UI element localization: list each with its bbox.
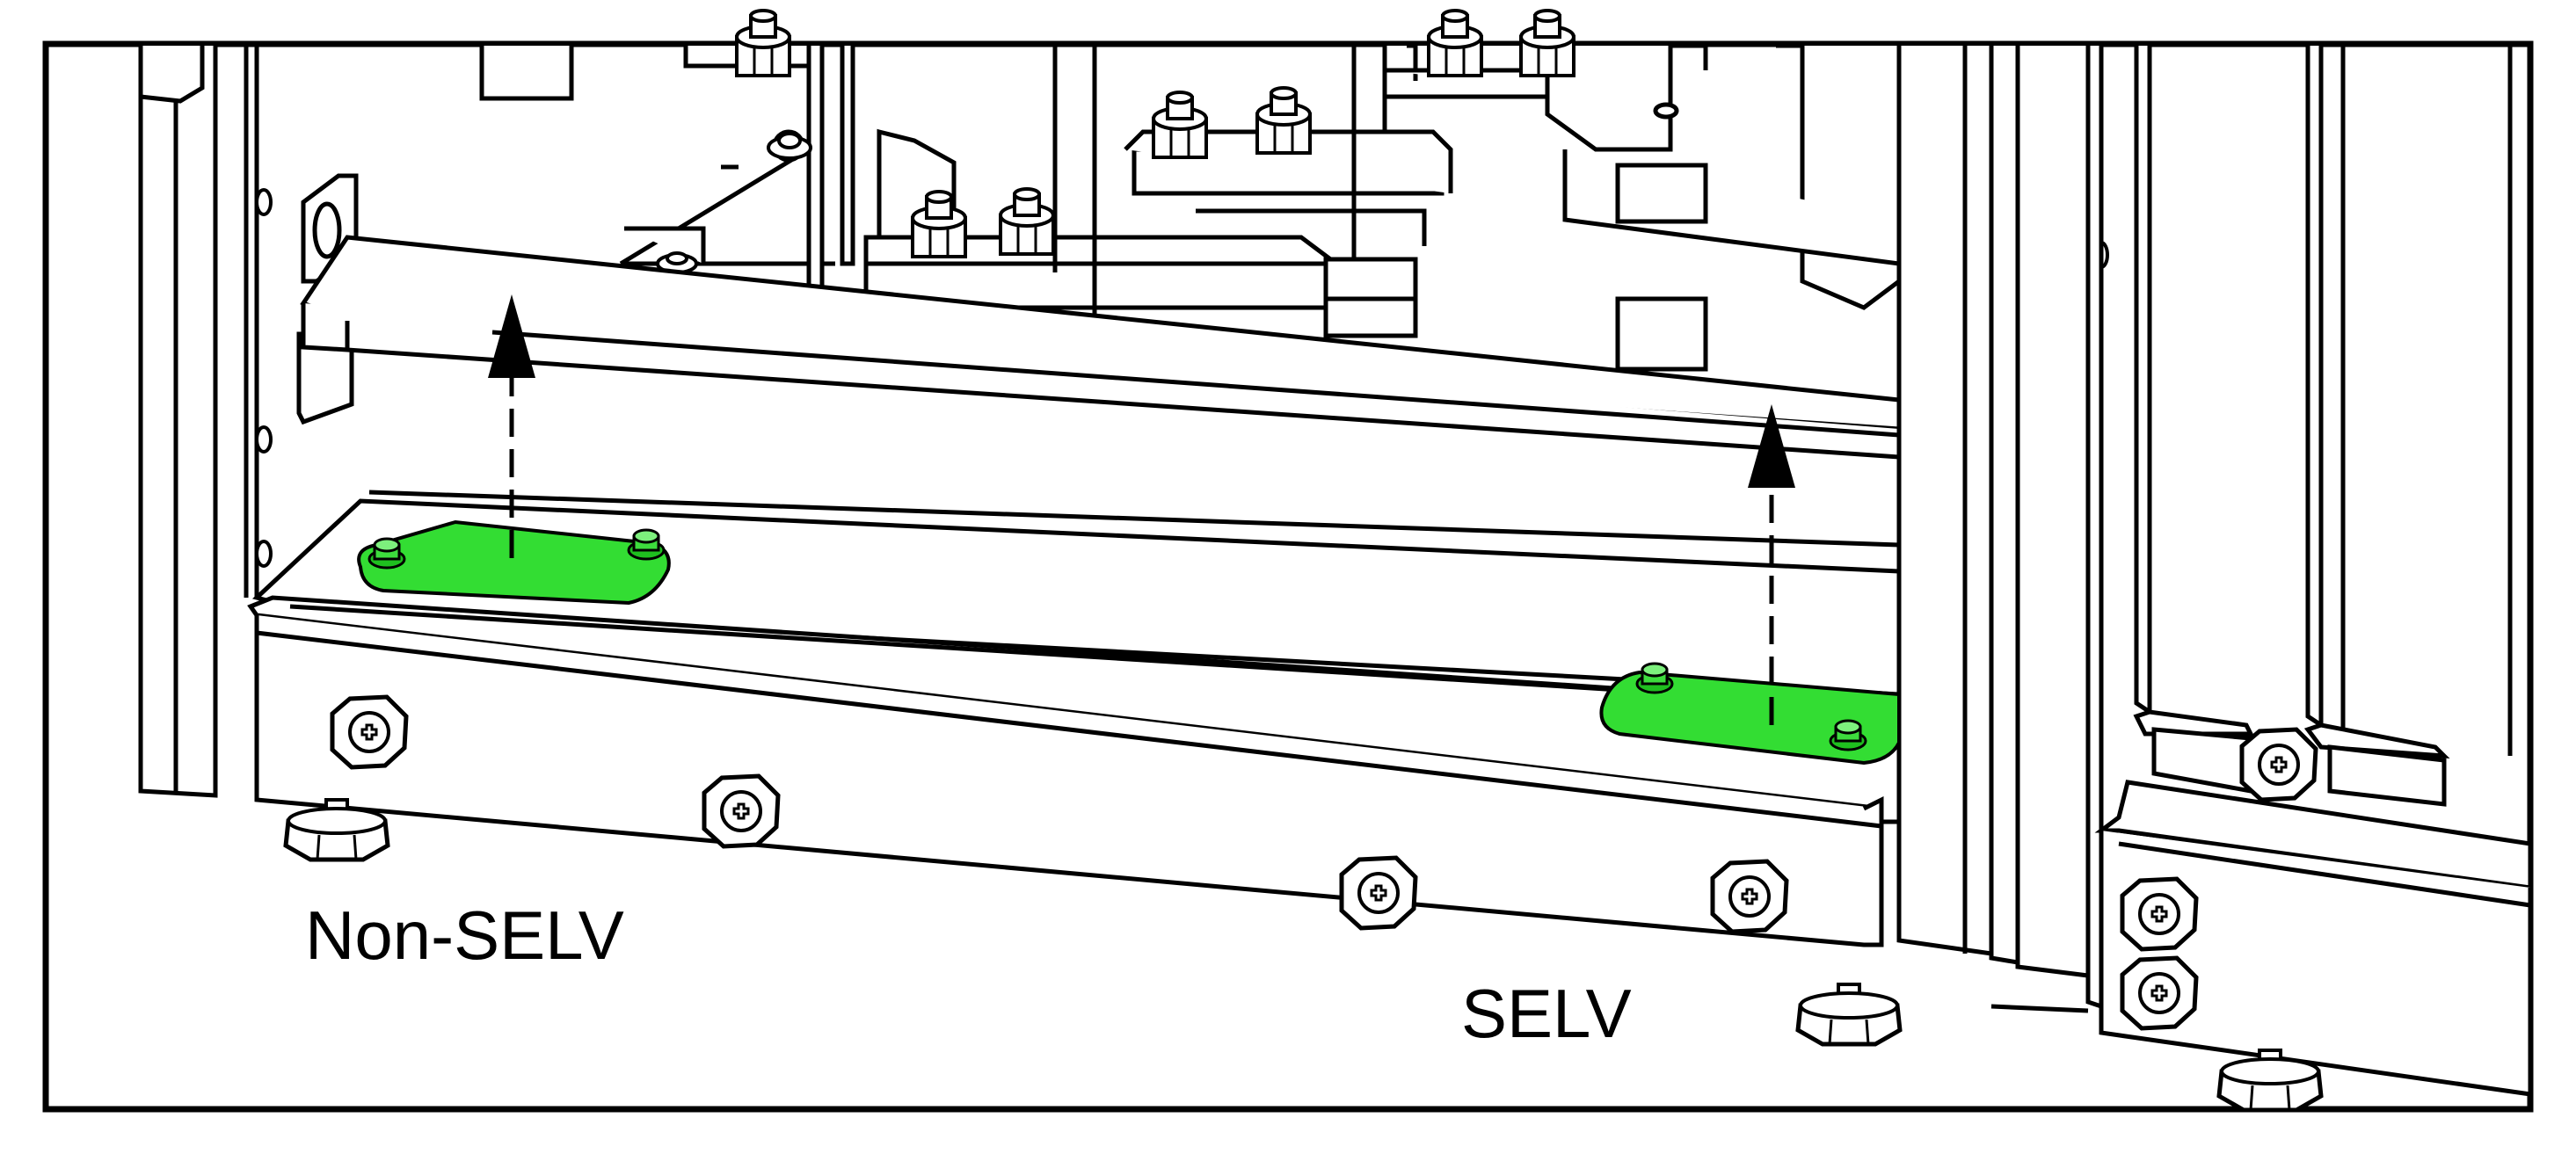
non-selv-removal-arrow (488, 294, 535, 558)
center-post (1896, 46, 2104, 1013)
left-side-panel (138, 46, 259, 798)
hex-bolt-icon (1342, 858, 1415, 928)
up-arrow-icon (1748, 404, 1795, 488)
up-arrow-icon (488, 294, 535, 378)
hex-bolt-icon (332, 697, 406, 767)
plate-screw-icon (1829, 719, 1867, 751)
plate-screw-icon (627, 528, 666, 561)
horizontal-rail (300, 235, 1902, 548)
hex-nut-icon (735, 9, 791, 77)
plate-screw-icon (1635, 662, 1674, 694)
hex-bolt-icon (1713, 861, 1786, 932)
hex-bolt-icon (2122, 879, 2196, 949)
bottom-tray (247, 498, 1902, 947)
hex-bolt-icon (2122, 958, 2196, 1028)
non-selv-cover-plate (357, 519, 671, 606)
hex-bolt-icon (2242, 729, 2316, 800)
plate-screw-icon (367, 537, 406, 570)
non-selv-label: Non-SELV (305, 896, 624, 974)
selv-removal-arrow (1748, 404, 1795, 725)
selv-label: SELV (1461, 975, 1632, 1052)
selv-cover-plate (1599, 662, 1901, 766)
hex-nut-icon (1519, 9, 1575, 77)
hex-nut-icon (1427, 9, 1483, 77)
right-cabinet-module (2094, 46, 2533, 1097)
hex-bolt-icon (704, 776, 778, 846)
upper-internal-assembly (479, 43, 1902, 372)
